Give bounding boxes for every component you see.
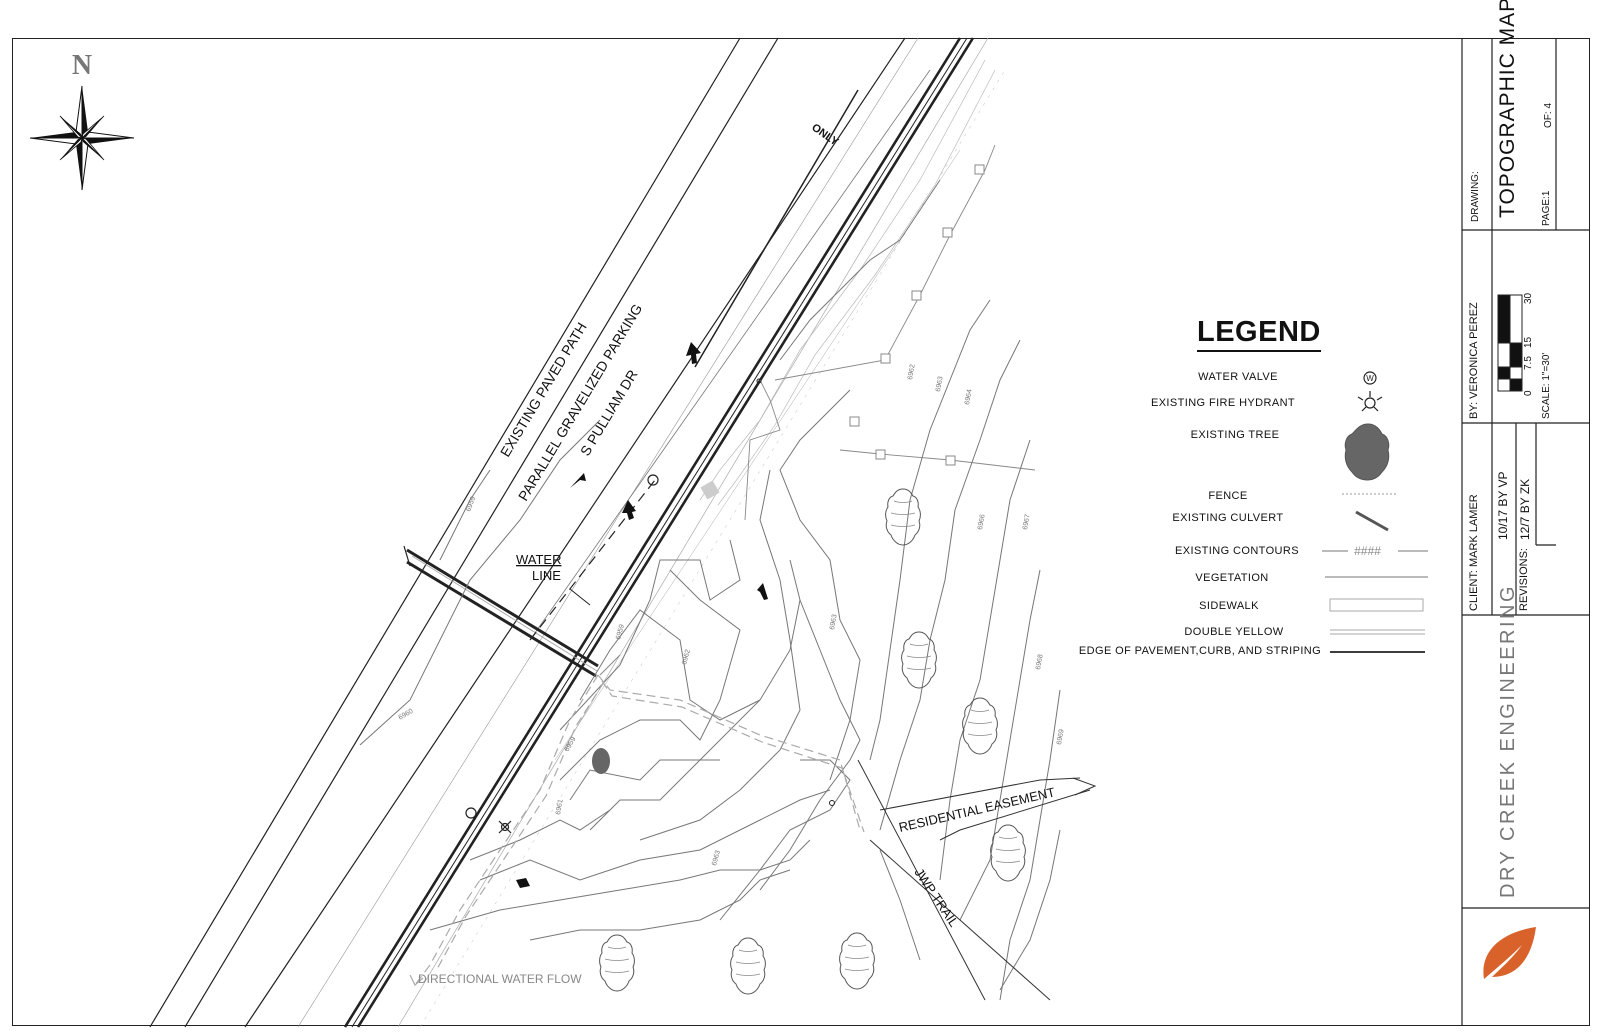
legend-contour-symbol: #### (1354, 544, 1381, 558)
water-line (529, 479, 656, 641)
company-name: DRY CREEK ENGINEERING (1497, 583, 1519, 898)
road-lines (149, 37, 1006, 1028)
flow-arrows (516, 342, 768, 888)
contour-label: 6966 (977, 514, 987, 531)
sidewalk (699, 59, 996, 506)
legend-water-valve: WATER VALVE (1198, 371, 1278, 383)
label-line: LINE (532, 568, 561, 583)
drawing-title: TOPOGRAPHIC MAP (1496, 0, 1519, 218)
client: CLIENT: MARK LAMER (1468, 494, 1480, 611)
label-existing-paved-path: EXISTING PAVED PATH (497, 319, 590, 459)
scale-tick: 7.5 (1523, 356, 1534, 370)
label-jwp-trail: JWP TRAIL (912, 865, 962, 929)
legend-fence: FENCE (1208, 490, 1248, 502)
page-number: PAGE:1 (1541, 190, 1552, 226)
fire-hydrant-icon (498, 820, 512, 834)
legend-existing-tree: EXISTING TREE (1190, 429, 1280, 441)
scale-tick: 30 (1523, 292, 1534, 304)
contour-label: 6959 (564, 736, 578, 753)
legend-symbols: W (1322, 371, 1428, 653)
label-directional-water-flow: DIRECTIONAL WATER FLOW (418, 972, 582, 986)
drawn-by: BY: VERONICA PEREZ (1468, 302, 1480, 419)
svg-text:W: W (1366, 374, 1374, 383)
water-valve-icon (465, 474, 659, 819)
contour-label: 6962 (681, 649, 692, 666)
legend-edge-of-pavement: EDGE OF PAVEMENT,CURB, AND STRIPING (1078, 645, 1322, 657)
existing-tree-filled (592, 748, 610, 774)
legend-title: LEGEND (1197, 316, 1321, 352)
legend-existing-culvert: EXISTING CULVERT (1172, 512, 1284, 524)
water-flow-pipe (414, 674, 865, 986)
scale-bar (1497, 294, 1523, 392)
drawing-frame (12, 38, 1590, 1026)
culvert (403, 545, 599, 678)
legend-sidewalk: SIDEWALK (1199, 600, 1259, 612)
scale-tick: 15 (1523, 336, 1534, 348)
contour-label: 6968 (1035, 654, 1045, 671)
contour-label: 6963 (711, 850, 722, 867)
drawing-label: DRAWING: (1470, 171, 1481, 222)
legend-double-yellow: DOUBLE YELLOW (1184, 626, 1284, 638)
label-water: WATER (516, 552, 562, 567)
contour-label: 6963 (829, 614, 839, 631)
contour-label: 6969 (1056, 729, 1066, 746)
north-label: N (72, 50, 92, 81)
company-logo (1483, 927, 1536, 979)
contour-label: 6963 (935, 376, 945, 393)
revision-2: 12/7 BY ZK (1518, 478, 1532, 540)
legend-vegetation: VEGETATION (1195, 572, 1269, 584)
fence (744, 144, 1036, 521)
contour-label: 6962 (907, 364, 917, 381)
contour-label: 6959 (615, 624, 626, 641)
contour-label: 6961 (555, 799, 565, 816)
legend-existing-contours: EXISTING CONTOURS (1175, 545, 1299, 557)
fence-posts (849, 164, 985, 466)
legend-fire-hydrant: EXISTING FIRE HYDRANT (1150, 397, 1296, 409)
contour-label: 6960 (398, 708, 415, 722)
scale-text: SCALE: 1"=30' (1541, 352, 1552, 419)
revision-1: 10/17 BY VP (1496, 471, 1510, 541)
title-block (1461, 38, 1590, 1026)
compass-rose (29, 85, 135, 191)
page-of: OF: 4 (1543, 102, 1554, 128)
contour-label: 6959 (465, 496, 477, 513)
contour-lines (359, 179, 1061, 1001)
trails (857, 759, 1097, 1001)
tree-icon (599, 488, 1026, 995)
contour-label: 6967 (1022, 514, 1032, 531)
contour-label: 6964 (964, 389, 974, 406)
scale-tick: 0 (1523, 390, 1534, 396)
